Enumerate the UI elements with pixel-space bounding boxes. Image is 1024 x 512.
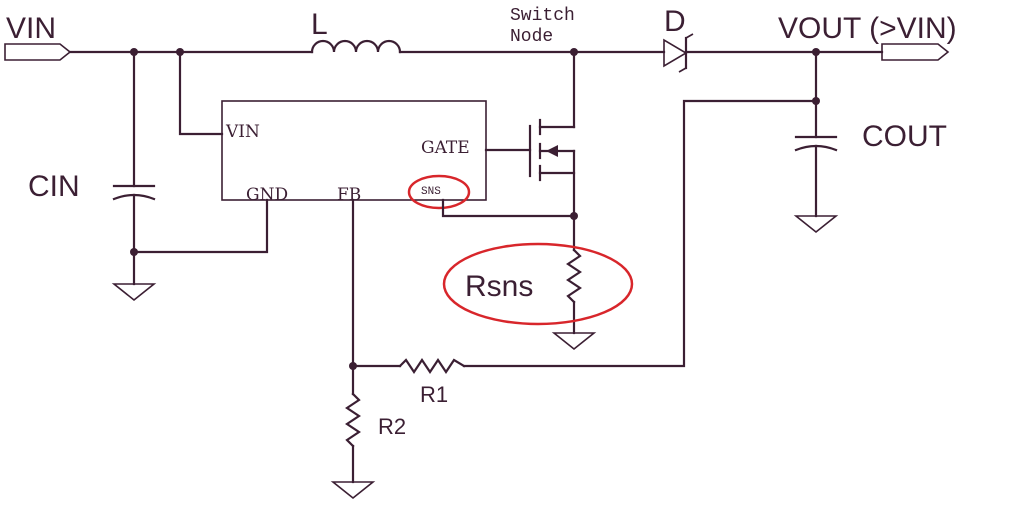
- cin-ground-symbol: [111, 283, 157, 302]
- switch-node-label-1: Switch: [510, 6, 575, 26]
- rsns-ground-symbol: [551, 332, 597, 351]
- feedback-return-wire: [462, 99, 818, 368]
- cout-label: COUT: [862, 120, 947, 153]
- vout-label: VOUT (>VIN): [778, 12, 957, 45]
- rsns-highlight-ring: [442, 242, 634, 326]
- rsns-label: Rsns: [465, 270, 533, 303]
- cin-label: CIN: [28, 170, 80, 203]
- ic-pin-gate: GATE: [421, 138, 470, 158]
- diode-label: D: [664, 5, 686, 38]
- r1-label: R1: [420, 382, 448, 407]
- mosfet-switch: [484, 118, 576, 182]
- cout-ground-symbol: [793, 215, 839, 234]
- switch-node-label-2: Node: [510, 27, 553, 47]
- r2-ground-symbol: [330, 481, 376, 500]
- sns-sense-wire: [441, 198, 576, 218]
- vout-output-port: [881, 43, 950, 61]
- r2-label: R2: [378, 414, 406, 439]
- ic-pin-gnd: GND: [246, 185, 288, 205]
- ic-pin-fb: FB: [337, 185, 361, 205]
- inductor-label: L: [311, 8, 328, 41]
- resistor-r2: [345, 392, 361, 448]
- ic-pin-sns: SNS: [421, 186, 441, 198]
- vin-input-port: [4, 43, 72, 61]
- ic-gnd-wire: [132, 198, 269, 254]
- inductor-l: [310, 39, 402, 54]
- vin-label: VIN: [6, 12, 56, 45]
- resistor-r1: [398, 358, 466, 374]
- ic-vin-wire: [178, 50, 224, 136]
- resistor-rsns: [566, 248, 582, 304]
- ic-pin-vin: VIN: [225, 122, 260, 142]
- sns-pin-highlight-ring: [407, 174, 471, 210]
